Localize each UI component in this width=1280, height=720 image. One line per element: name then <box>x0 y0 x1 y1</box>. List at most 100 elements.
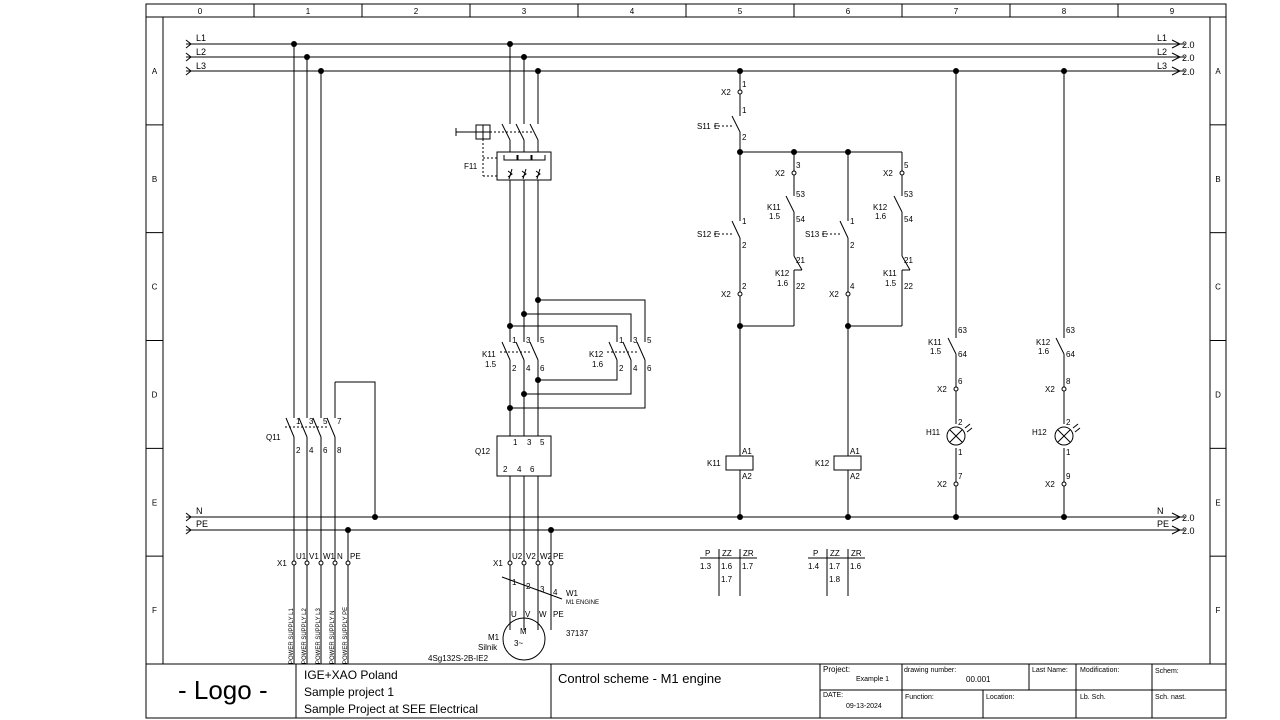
k12-nc-21: 21 <box>796 256 805 265</box>
k11-term-5: 5 <box>540 336 545 345</box>
k11-nc-22: 22 <box>904 282 913 291</box>
motor-term-pe: PE <box>553 610 564 619</box>
supply-label-pe: POWER SUPPLY PE <box>343 607 349 664</box>
k11-aux-54: 54 <box>796 215 805 224</box>
x2-term-1: 1 <box>742 80 747 89</box>
column-number: 3 <box>522 7 527 16</box>
column-number: 9 <box>1170 7 1175 16</box>
x2-label-7: X2 <box>937 480 947 489</box>
x2-term-9: 9 <box>1066 472 1071 481</box>
k12-nc-label: K12 <box>775 269 790 278</box>
location-label: Location: <box>986 694 1015 701</box>
x2-label-1: X2 <box>721 88 731 97</box>
bus-ref-l1: 2.0 <box>1182 40 1195 50</box>
s11-term-1: 1 <box>742 106 747 115</box>
k11-xref-header-p: P <box>705 549 710 558</box>
row-letter: A <box>1215 67 1221 76</box>
x2-term-4: 4 <box>850 282 855 291</box>
x2-term-6: 6 <box>958 377 963 386</box>
s12-label: S12 <box>697 230 712 239</box>
m1-type: 4Sg132S-2B-IE2 <box>428 654 489 663</box>
k11-xref-zr: 1.7 <box>742 562 754 571</box>
x1-term-u1: U1 <box>296 552 307 561</box>
control-circuit-wiring <box>700 71 1081 596</box>
x1-motor-label: X1 <box>493 559 503 568</box>
x1-term-w1: W1 <box>323 552 336 561</box>
bus-label-pe-left: PE <box>196 519 208 529</box>
row-letter: E <box>1215 498 1220 507</box>
column-number: 1 <box>306 7 311 16</box>
k12-signal-ref: 1.6 <box>1038 347 1050 356</box>
s12-e: E <box>714 230 719 239</box>
power-supply-wiring <box>285 44 376 664</box>
motor-term-u: U <box>511 610 517 619</box>
motor-m-symbol: M <box>520 627 527 636</box>
project-label: Project: <box>823 665 851 674</box>
k12-coil-label: K12 <box>815 459 830 468</box>
row-letter: F <box>1216 606 1221 615</box>
date-label: DATE: <box>823 692 844 699</box>
column-number: 6 <box>846 7 851 16</box>
k11-aux-ref: 1.5 <box>769 212 781 221</box>
k11-term-4: 4 <box>526 364 531 373</box>
h12-label: H12 <box>1032 428 1047 437</box>
supply-label-l3: POWER SUPPLY L3 <box>316 608 322 664</box>
x2-term-7: 7 <box>958 472 963 481</box>
q12-term-6: 6 <box>530 465 535 474</box>
cable-core-1: 1 <box>512 578 517 587</box>
k12-xref-header-zr: ZR <box>851 549 862 558</box>
x2-label-9: X2 <box>1045 480 1055 489</box>
s13-term-2: 2 <box>850 241 855 250</box>
k12-aux-53: 53 <box>904 190 913 199</box>
bus-label-l1-left: L1 <box>196 33 206 43</box>
m1-label: M1 <box>488 633 500 642</box>
logo-placeholder: - Logo - <box>178 675 268 705</box>
s13-term-1: 1 <box>850 217 855 226</box>
x2-term-2: 2 <box>742 282 747 291</box>
q12-term-4: 4 <box>517 465 522 474</box>
supply-label-l2: POWER SUPPLY L2 <box>302 608 308 664</box>
k11-coil-a2: A2 <box>742 472 752 481</box>
q11-term-7: 7 <box>337 417 342 426</box>
company-name: IGE+XAO Poland <box>304 668 398 682</box>
drawing-number-label: drawing number: <box>904 667 957 674</box>
k11-xref-zz-1: 1.6 <box>721 562 733 571</box>
sch-nast-label: Sch. nast. <box>1155 694 1187 701</box>
k12-main-ref: 1.6 <box>592 360 604 369</box>
q11-term-1: 1 <box>296 417 301 426</box>
column-number: 2 <box>414 7 419 16</box>
q11-term-6: 6 <box>323 446 328 455</box>
x2-control-terminals <box>737 89 1067 487</box>
drawing-number-value: 00.001 <box>966 675 991 684</box>
row-letter: D <box>1215 390 1221 399</box>
k11-xref-header-zz: ZZ <box>722 549 732 558</box>
motor-term-w: W <box>539 610 547 619</box>
bus-label-n-right: N <box>1157 506 1164 516</box>
x2-term-8: 8 <box>1066 377 1071 386</box>
k12-coil-a1: A1 <box>850 447 860 456</box>
x1-term-v1: V1 <box>309 552 319 561</box>
x2-label-3: X2 <box>775 169 785 178</box>
k11-coil-label: K11 <box>707 459 721 468</box>
bus-label-l3-left: L3 <box>196 61 206 71</box>
q11-term-2: 2 <box>296 446 301 455</box>
k12-signal-63: 63 <box>1066 326 1075 335</box>
date-value: 09-13-2024 <box>846 703 882 710</box>
column-number: 4 <box>630 7 635 16</box>
k11-xref-zz-2: 1.7 <box>721 575 733 584</box>
column-number: 7 <box>954 7 959 16</box>
motor-circuit-junctions <box>507 41 554 533</box>
k12-xref-header-p: P <box>813 549 818 558</box>
k11-main-label: K11 <box>482 350 496 359</box>
k12-nc-22: 22 <box>796 282 805 291</box>
s12-term-1: 1 <box>742 217 747 226</box>
k12-term-2: 2 <box>619 364 624 373</box>
supply-label-l1: POWER SUPPLY L1 <box>289 608 295 664</box>
motor-phase-symbol: 3~ <box>514 639 523 648</box>
q12-label: Q12 <box>475 447 491 456</box>
q11-term-8: 8 <box>337 446 342 455</box>
schem-label: Schem: <box>1155 668 1179 675</box>
motor-term-v: V <box>525 610 531 619</box>
